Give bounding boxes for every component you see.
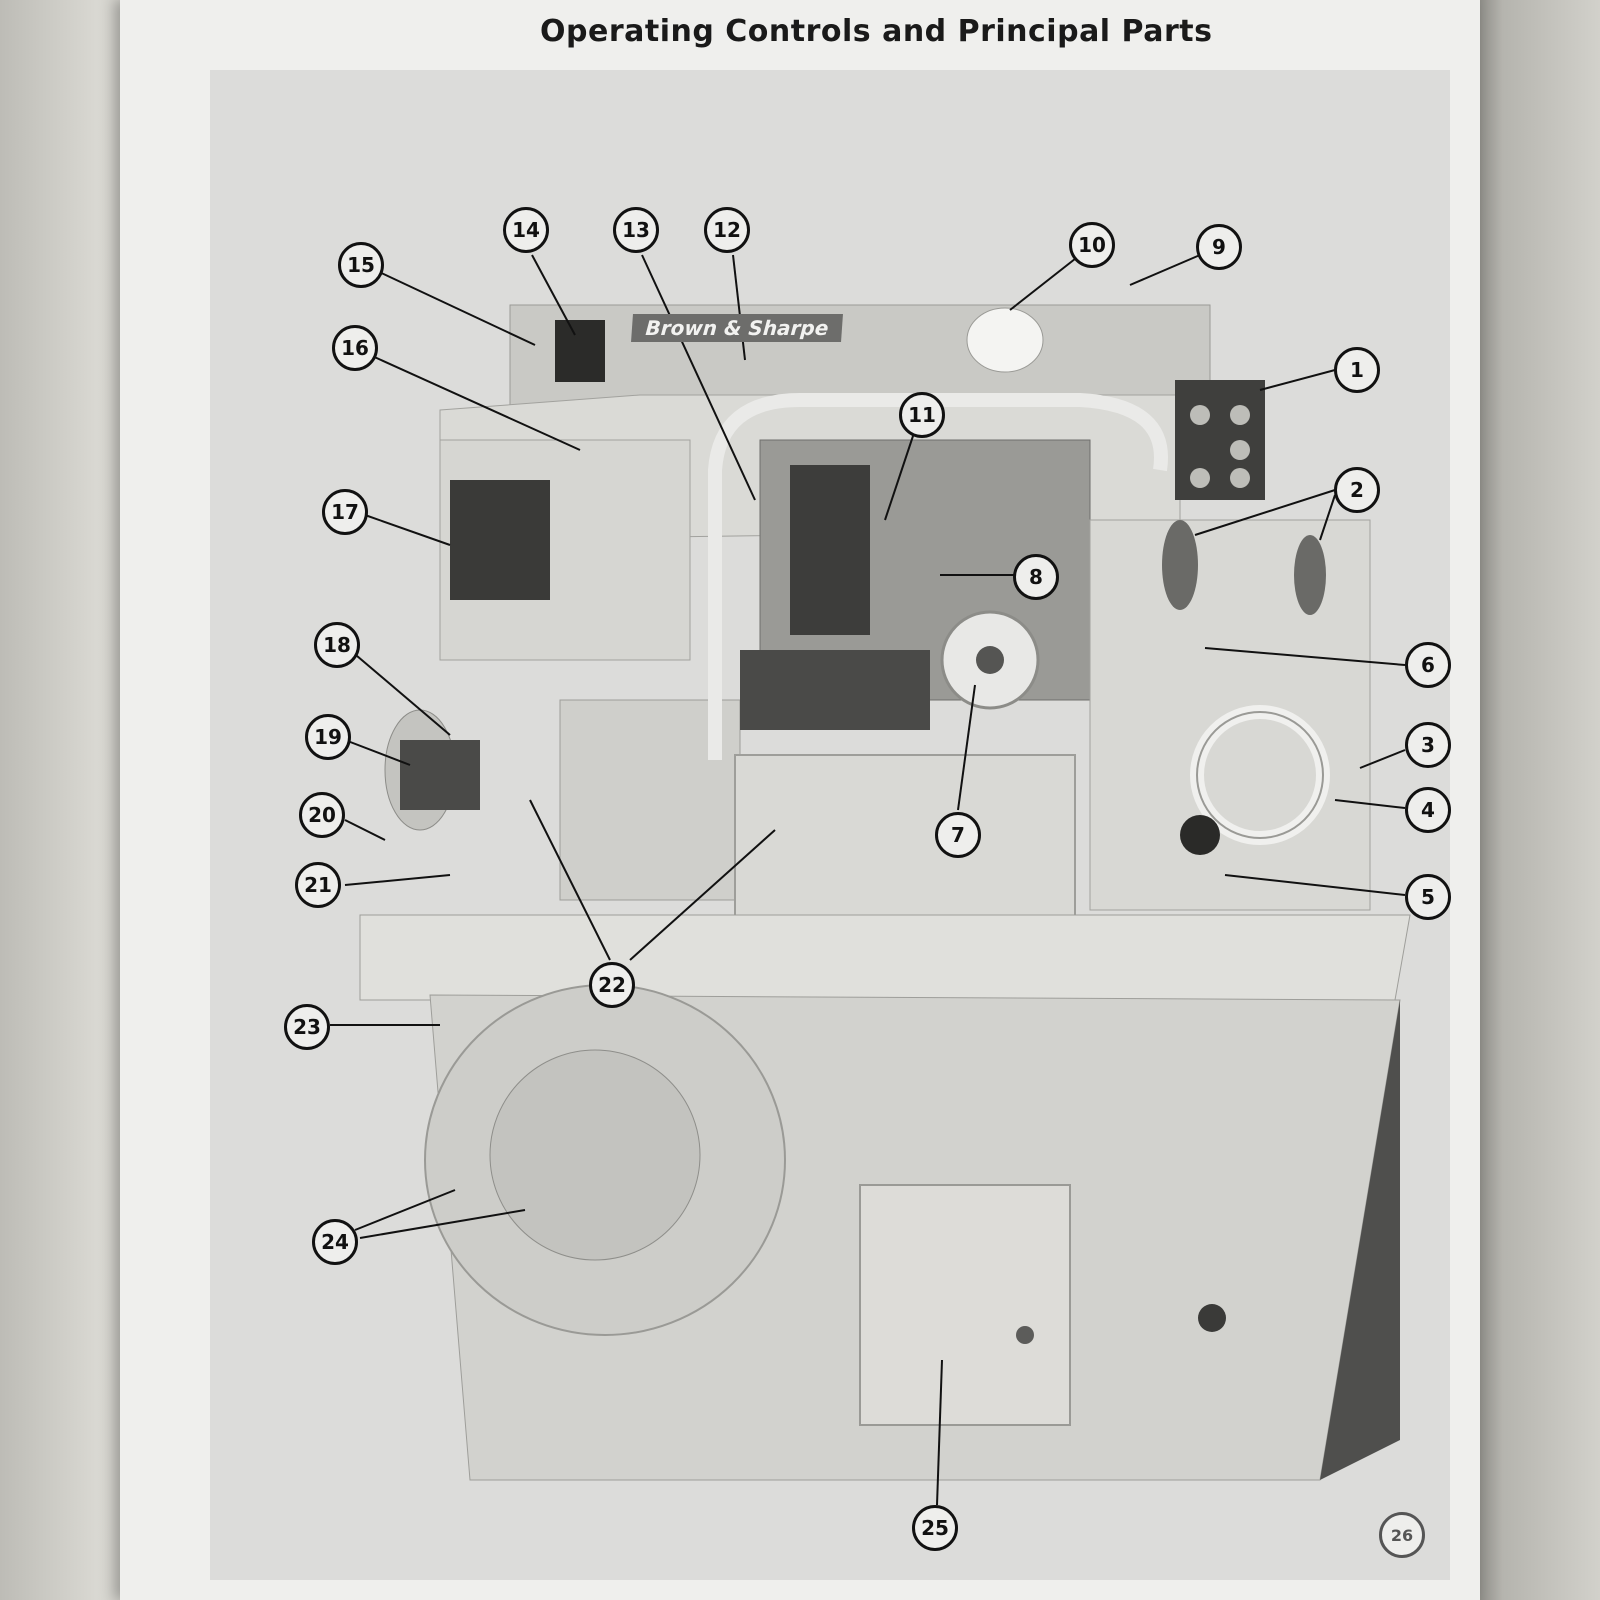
leader-11: [884, 429, 916, 521]
control-panel: [1175, 380, 1265, 500]
callout-7: 7: [935, 812, 981, 858]
leader-22b: [629, 829, 776, 961]
bs-emblem: [489, 1049, 701, 1261]
leader-24a: [354, 1189, 456, 1231]
chart-panel: [450, 480, 550, 600]
leader-9: [1129, 254, 1201, 286]
callout-10: 10: [1069, 222, 1115, 268]
callout-15: 15: [338, 242, 384, 288]
counter-box: [555, 320, 605, 382]
leader-6: [1204, 647, 1406, 666]
brand-plate: Brown & Sharpe: [631, 314, 843, 342]
turret-dial-left: [1162, 520, 1198, 610]
leader-25: [936, 1359, 943, 1506]
leader-17: [364, 514, 451, 546]
callout-17: 17: [322, 489, 368, 535]
leader-16: [369, 354, 581, 451]
leader-7: [957, 684, 976, 811]
callout-14: 14: [503, 207, 549, 253]
callout-11: 11: [899, 392, 945, 438]
callout-5: 5: [1405, 874, 1451, 920]
tool-slide: [790, 465, 870, 635]
callout-8: 8: [1013, 554, 1059, 600]
callout-4: 4: [1405, 787, 1451, 833]
electrical-door: [859, 1184, 1071, 1426]
callout-2: 2: [1334, 467, 1380, 513]
leader-18: [349, 649, 451, 736]
callout-3: 3: [1405, 722, 1451, 768]
leader-22a: [529, 799, 611, 961]
leader-2b: [1319, 494, 1336, 541]
callout-1: 1: [1334, 347, 1380, 393]
page-number: 26: [1379, 1512, 1425, 1558]
turret-dial-right: [1294, 535, 1326, 615]
callout-24: 24: [312, 1219, 358, 1265]
leader-3: [1359, 749, 1406, 769]
leader-4: [1334, 799, 1406, 809]
page-title: Operating Controls and Principal Parts: [540, 14, 1213, 49]
callout-20: 20: [299, 792, 345, 838]
leader-14: [531, 254, 576, 336]
callout-18: 18: [314, 622, 360, 668]
cross-slide: [740, 650, 930, 730]
leader-1: [1259, 369, 1336, 391]
coolant-tray: [359, 914, 1411, 1001]
leader-24b: [359, 1209, 526, 1239]
leader-12: [732, 254, 746, 361]
callout-19: 19: [305, 714, 351, 760]
callout-22: 22: [589, 962, 635, 1008]
leader-10: [1009, 254, 1081, 311]
callout-6: 6: [1405, 642, 1451, 688]
leader-15: [374, 269, 536, 346]
leader-5: [1224, 874, 1406, 896]
callout-21: 21: [295, 862, 341, 908]
callout-9: 9: [1196, 224, 1242, 270]
callout-12: 12: [704, 207, 750, 253]
cam-stack: [400, 740, 480, 810]
guard-frame: [708, 393, 1168, 760]
callout-16: 16: [332, 325, 378, 371]
callout-25: 25: [912, 1505, 958, 1551]
leader-2a: [1194, 489, 1336, 536]
callout-23: 23: [284, 1004, 330, 1050]
leader-21: [344, 874, 451, 886]
leader-20: [344, 819, 386, 841]
leader-13: [641, 254, 756, 501]
leader-19: [344, 739, 411, 766]
leader-lines: [330, 254, 1406, 1506]
callout-13: 13: [613, 207, 659, 253]
clutch-knob: [1180, 815, 1220, 855]
background-right: [1470, 0, 1600, 1600]
work-lamp: [966, 307, 1044, 373]
drain-plug: [1198, 1304, 1226, 1332]
